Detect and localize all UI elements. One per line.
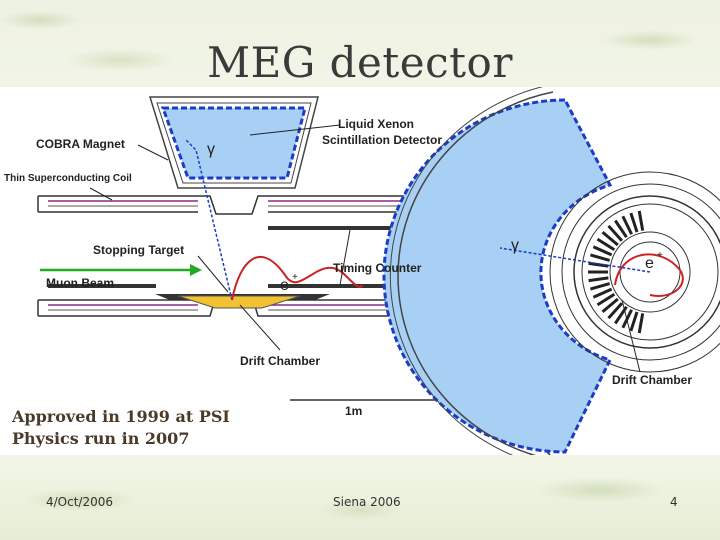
drift-chamber-cell bbox=[614, 219, 628, 239]
label-muon-beam: Muon Beam bbox=[46, 276, 114, 290]
gamma-track-side bbox=[185, 139, 233, 301]
positron-track-end bbox=[614, 253, 684, 297]
label-liquid-xenon-2: Scintillation Detector bbox=[322, 133, 442, 147]
drift-chamber-cell bbox=[588, 276, 609, 283]
note-physics-run: Physics run in 2007 bbox=[12, 429, 190, 448]
label-stopping-target: Stopping Target bbox=[93, 243, 184, 257]
label-scale: 1m bbox=[345, 404, 362, 418]
drift-chamber-cell bbox=[596, 292, 616, 307]
muon-beam-arrowhead bbox=[190, 264, 202, 276]
leader-lines bbox=[89, 124, 351, 351]
label-positron-end-plus: + bbox=[657, 250, 663, 261]
drift-chamber-cell bbox=[637, 313, 645, 334]
drift-chamber-cell bbox=[596, 237, 616, 252]
meg-detector-diagram: Liquid Xenon Scintillation Detector COBR… bbox=[4, 87, 720, 455]
drift-chamber-cell bbox=[637, 210, 645, 231]
xenon-volume-end bbox=[382, 98, 613, 454]
label-liquid-xenon-1: Liquid Xenon bbox=[338, 117, 414, 131]
label-positron-end: e bbox=[645, 255, 654, 272]
drift-chamber-cell bbox=[621, 215, 633, 235]
label-gamma-side: γ bbox=[207, 141, 215, 158]
drift-chamber-cells-end bbox=[588, 210, 645, 334]
label-timing-counter: Timing Counter bbox=[333, 261, 422, 275]
leader-drift-end bbox=[621, 299, 641, 373]
timing-counter-upper bbox=[268, 226, 420, 230]
drift-chamber-cell bbox=[601, 297, 619, 314]
footer-date: 4/Oct/2006 bbox=[46, 495, 114, 509]
label-drift-chamber-side: Drift Chamber bbox=[240, 354, 320, 368]
cobra-magnet-upper bbox=[37, 195, 429, 215]
stopping-target bbox=[177, 295, 301, 309]
label-gamma-end: γ bbox=[511, 237, 519, 254]
drift-chamber-cell bbox=[589, 282, 611, 291]
label-positron-side: e bbox=[280, 277, 289, 294]
drift-chamber-cell bbox=[589, 253, 611, 262]
label-thin-coil: Thin Superconducting Coil bbox=[4, 173, 132, 184]
xenon-end-view bbox=[382, 87, 613, 455]
label-cobra-magnet: COBRA Magnet bbox=[36, 137, 125, 151]
xenon-volume-side bbox=[160, 106, 307, 180]
drift-chamber-cell bbox=[592, 287, 613, 299]
label-positron-side-plus: + bbox=[292, 272, 298, 283]
footer-venue: Siena 2006 bbox=[333, 495, 401, 509]
footer-page-number: 4 bbox=[670, 495, 678, 509]
xenon-shell-outer bbox=[148, 96, 319, 189]
drift-chamber-cell bbox=[621, 309, 633, 329]
drift-chamber-cell bbox=[607, 224, 624, 242]
note-approved: Approved in 1999 at PSI bbox=[12, 407, 230, 426]
drift-chamber-cell bbox=[629, 212, 639, 233]
gamma-track-end bbox=[499, 247, 651, 273]
timing-counter-lower bbox=[268, 284, 420, 288]
slide-title: MEG detector bbox=[207, 38, 513, 87]
drift-chamber-cell bbox=[601, 230, 619, 247]
drift-chamber-cell bbox=[588, 261, 609, 268]
positron-track-side bbox=[231, 255, 363, 301]
timing-counter-left bbox=[48, 284, 156, 288]
drift-chamber-cell bbox=[607, 302, 624, 320]
drift-chamber-cell bbox=[592, 245, 613, 257]
xenon-shell-inner bbox=[156, 102, 312, 184]
drift-chamber-cell bbox=[629, 311, 639, 332]
label-drift-chamber-end: Drift Chamber bbox=[612, 373, 692, 387]
